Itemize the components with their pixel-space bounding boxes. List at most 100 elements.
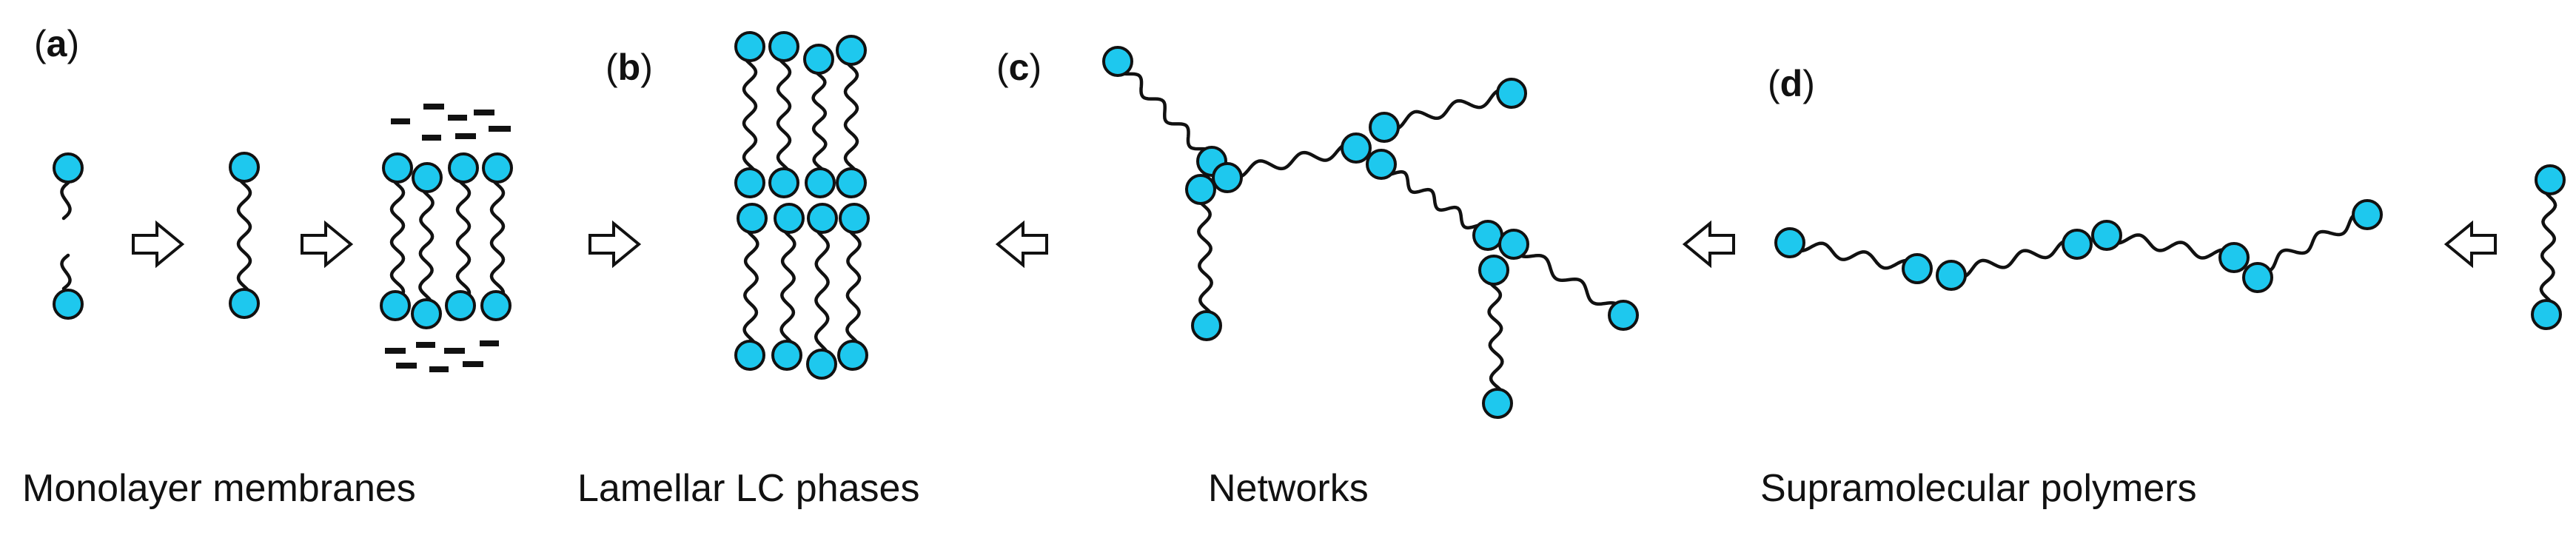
headgroup-circle: [1369, 112, 1400, 143]
headgroup-circle: [1185, 174, 1216, 205]
alkyl-chain: [776, 44, 792, 185]
headgroup-circle: [1608, 300, 1639, 331]
headgroup-circle: [807, 203, 838, 234]
headgroup-circle: [2218, 242, 2250, 273]
headgroup-circle: [445, 290, 476, 321]
headgroup-circle: [1478, 255, 1509, 286]
alkyl-chain: [60, 253, 72, 291]
alkyl-chain: [1379, 162, 1490, 238]
headgroup-circle: [1366, 149, 1397, 180]
alkyl-chain: [1788, 241, 1919, 271]
alkyl-chain: [814, 216, 831, 366]
headgroup-circle: [2535, 164, 2566, 195]
headgroup-circle: [229, 152, 260, 183]
arrow-right: [301, 220, 354, 269]
headgroup-circle: [803, 44, 834, 75]
caption-lamellar-lc-phases: Lamellar LC phases: [577, 467, 920, 510]
headgroup-circle: [382, 152, 413, 184]
alkyl-chain: [845, 216, 862, 357]
alkyl-chain: [389, 166, 406, 302]
headgroup-circle: [2531, 299, 2562, 330]
headgroup-circle: [734, 31, 765, 62]
headgroup-circle: [2062, 229, 2093, 260]
headgroup-circle: [1498, 229, 1529, 260]
alkyl-chain: [236, 165, 252, 306]
alkyl-chain: [1486, 268, 1505, 406]
headgroup-circle: [737, 203, 768, 234]
caption-supramolecular-polymers: Supramolecular polymers: [1760, 467, 2197, 510]
solvent-dash: [448, 115, 467, 121]
solvent-dash: [423, 104, 444, 110]
headgroup-circle: [1102, 46, 1133, 77]
panel-label-d: (d): [1768, 63, 1815, 104]
headgroup-circle: [380, 290, 411, 321]
headgroup-circle: [1472, 220, 1503, 251]
alkyl-chain: [1949, 239, 2079, 279]
headgroup-circle: [2352, 199, 2383, 230]
panel-label-b: (b): [606, 47, 653, 88]
headgroup-circle: [480, 290, 511, 321]
alkyl-chain: [742, 216, 759, 357]
headgroup-circle: [1902, 253, 1933, 284]
headgroup-circle: [774, 203, 805, 234]
headgroup-circle: [2091, 220, 2122, 251]
arrow-left: [995, 220, 1048, 269]
headgroup-circle: [734, 340, 765, 371]
solvent-dash: [429, 366, 449, 372]
headgroup-circle: [771, 340, 802, 371]
alkyl-chain: [455, 166, 472, 303]
headgroup-circle: [1774, 227, 1805, 258]
arrow-left: [2443, 220, 2497, 269]
headgroup-circle: [768, 167, 799, 198]
headgroup-circle: [734, 167, 765, 198]
alkyl-chain: [843, 48, 859, 185]
headgroup-circle: [839, 203, 870, 234]
alkyl-chain: [489, 166, 506, 303]
solvent-dash: [396, 363, 417, 369]
headgroup-circle: [837, 340, 868, 371]
solvent-dash: [416, 342, 435, 348]
headgroup-circle: [1936, 260, 1967, 291]
headgroup-circle: [768, 31, 799, 62]
arrow-right: [132, 220, 185, 269]
headgroup-circle: [53, 289, 84, 320]
headgroup-circle: [2242, 262, 2273, 293]
headgroup-circle: [1191, 310, 1222, 341]
alkyl-chain: [1116, 59, 1214, 164]
alkyl-chain: [779, 216, 796, 357]
alkyl-chain: [2104, 233, 2236, 260]
headgroup-circle: [1496, 78, 1527, 109]
caption-monolayer-membranes: Monolayer membranes: [22, 467, 416, 510]
solvent-dash: [422, 135, 441, 141]
alkyl-chain: [1225, 142, 1361, 179]
solvent-dash: [444, 348, 465, 354]
arrow-left: [1682, 220, 1735, 269]
panel-label-a: (a): [34, 23, 80, 64]
headgroup-circle: [411, 298, 442, 329]
headgroup-circle: [482, 152, 513, 184]
headgroup-circle: [1482, 388, 1513, 419]
headgroup-circle: [836, 35, 867, 66]
alkyl-chain: [811, 57, 828, 185]
arrow-right: [588, 220, 642, 269]
solvent-dash: [480, 340, 499, 346]
headgroup-circle: [448, 152, 479, 184]
panel-label-c: (c): [996, 47, 1042, 88]
alkyl-chain: [1512, 242, 1626, 317]
alkyl-chain: [418, 175, 435, 315]
solvent-dash: [455, 133, 476, 139]
solvent-dash: [489, 126, 511, 132]
alkyl-chain: [60, 181, 72, 221]
headgroup-circle: [1341, 132, 1372, 164]
alkyl-chain: [742, 44, 758, 185]
alkyl-chain: [1382, 88, 1514, 131]
solvent-dash: [463, 361, 483, 367]
headgroup-circle: [53, 152, 84, 184]
solvent-dash: [391, 118, 410, 124]
alkyl-chain: [2539, 178, 2557, 317]
solvent-dash: [385, 348, 406, 354]
headgroup-circle: [412, 162, 443, 193]
headgroup-circle: [836, 167, 867, 198]
